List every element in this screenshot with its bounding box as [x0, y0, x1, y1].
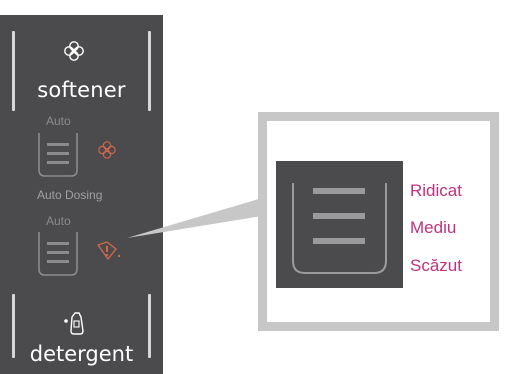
softener-auto-label: Auto	[46, 114, 71, 128]
softener-right-bracket	[148, 31, 151, 111]
level-low-label: Scăzut	[410, 256, 462, 275]
detergent-auto-label: Auto	[46, 214, 71, 228]
detergent-right-bracket	[148, 294, 151, 358]
level-medium-label: Mediu	[410, 218, 457, 237]
detergent-warning-icon	[97, 241, 121, 260]
softener-left-bracket	[12, 31, 15, 111]
level-high-label: Ridicat	[410, 181, 462, 200]
detergent-left-bracket	[12, 294, 15, 358]
flower-warning-icon	[98, 141, 116, 159]
detergent-level-cup-icon	[38, 232, 78, 276]
softener-level-cup-icon	[38, 133, 78, 177]
auto-dosing-label: Auto Dosing	[37, 188, 103, 202]
flower-icon	[64, 41, 84, 61]
control-panel: softener Auto Auto Dosing Auto	[0, 15, 163, 374]
detergent-bottle-icon	[64, 312, 84, 335]
detergent-button[interactable]: detergent	[29, 342, 134, 366]
softener-button[interactable]: softener	[37, 78, 126, 102]
zoomed-level-cup-icon	[276, 161, 403, 288]
